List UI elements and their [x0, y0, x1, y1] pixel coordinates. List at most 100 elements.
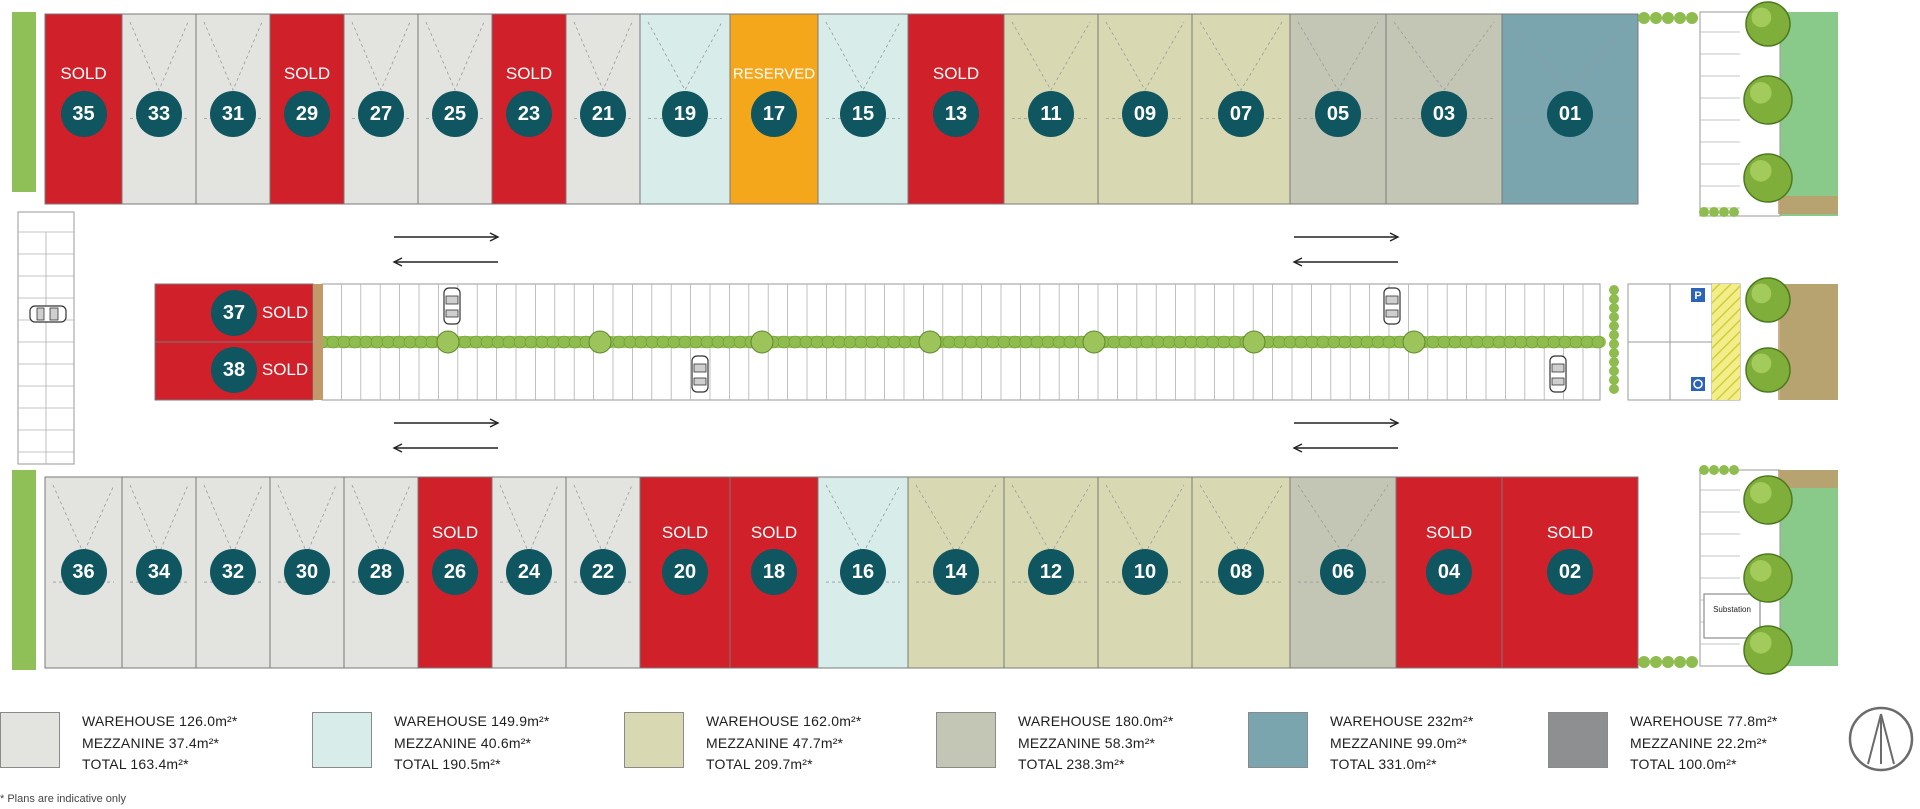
unit-12-block[interactable]: [1003, 476, 1099, 669]
unit-36-block[interactable]: [44, 476, 123, 669]
unit-30-block[interactable]: [269, 476, 345, 669]
traffic-arrows: [392, 232, 1400, 453]
unit-24-block[interactable]: [491, 476, 567, 669]
tree-icon: [1745, 1, 1791, 47]
car-icon: [1383, 287, 1401, 325]
timber-deck-top: [1778, 196, 1838, 214]
unit-17-block[interactable]: [729, 13, 819, 205]
unit-10-block[interactable]: [1097, 476, 1193, 669]
legend-text: WAREHOUSE 149.9m²*MEZZANINE 40.6m²*TOTAL…: [394, 711, 550, 776]
substation-label: Substation: [1713, 605, 1751, 614]
legend-mezzanine-line: MEZZANINE 58.3m²*: [1018, 734, 1156, 751]
arrow-icon: [392, 443, 498, 453]
parking-sign-icon: P: [1691, 288, 1705, 302]
unit-05-block[interactable]: [1289, 13, 1387, 205]
unit-18-block[interactable]: [729, 476, 819, 669]
unit-33-block[interactable]: [121, 13, 197, 205]
arrow-icon: [392, 257, 498, 267]
cars: [29, 287, 1567, 393]
shared-zone-hatch: [1712, 284, 1740, 400]
central-median-hedge: [313, 285, 1619, 394]
unit-16-block[interactable]: [817, 476, 909, 669]
unit-38-block[interactable]: [154, 341, 314, 401]
legend-swatch: [936, 712, 996, 768]
unit-09-block[interactable]: [1097, 13, 1193, 205]
timber-deck-bottom: [1778, 470, 1838, 488]
unit-22-block[interactable]: [565, 476, 641, 669]
svg-text:P: P: [1694, 290, 1701, 302]
legend-text: WAREHOUSE 126.0m²*MEZZANINE 37.4m²*TOTAL…: [82, 711, 238, 776]
legend-mezzanine-line: MEZZANINE 40.6m²*: [394, 734, 532, 751]
unit-25-block[interactable]: [417, 13, 493, 205]
tree-icon: [1745, 347, 1791, 393]
arrow-icon: [394, 418, 500, 428]
car-icon: [1549, 355, 1567, 393]
unit-20-block[interactable]: [639, 476, 731, 669]
legend-item: WAREHOUSE 180.0m²* MEZZANINE 58.3m²* TOTAL…: [936, 712, 1236, 772]
legend-total-line: TOTAL 190.5m²*: [394, 756, 501, 772]
unit-19-block[interactable]: [639, 13, 731, 205]
legend-warehouse-line: WAREHOUSE 162.0m²*: [706, 713, 862, 729]
top-row-units: [44, 13, 1639, 205]
car-icon: [443, 287, 461, 325]
unit-35-block[interactable]: [44, 13, 123, 205]
unit-02-block[interactable]: [1501, 476, 1639, 669]
legend-total-line: TOTAL 238.3m²*: [1018, 756, 1125, 772]
legend-swatch: [0, 712, 60, 768]
unit-04-block[interactable]: [1395, 476, 1503, 669]
arrow-icon: [1292, 257, 1398, 267]
tree-icon: [1743, 153, 1793, 203]
left-hedge-top: [12, 12, 36, 192]
unit-13-block[interactable]: [907, 13, 1005, 205]
bottom-row-units: [44, 476, 1639, 669]
unit-27-block[interactable]: [343, 13, 419, 205]
left-hedge-bottom: [12, 470, 36, 670]
legend-warehouse-line: WAREHOUSE 77.8m²*: [1630, 713, 1778, 729]
unit-06-block[interactable]: [1289, 476, 1397, 669]
north-arrow-icon: [1848, 706, 1914, 772]
arrow-icon: [1294, 418, 1400, 428]
legend-swatch: [1248, 712, 1308, 768]
arrow-icon: [1294, 232, 1400, 242]
unit-23-block[interactable]: [491, 13, 567, 205]
unit-08-block[interactable]: [1191, 476, 1291, 669]
unit-26-block[interactable]: [417, 476, 493, 669]
legend-mezzanine-line: MEZZANINE 47.7m²*: [706, 734, 844, 751]
central-parking-bays: [321, 284, 1584, 400]
arrow-icon: [394, 232, 500, 242]
tree-icon: [1743, 75, 1793, 125]
tree-icon: [1402, 330, 1426, 354]
legend-warehouse-line: WAREHOUSE 232m²*: [1330, 713, 1474, 729]
unit-32-block[interactable]: [195, 476, 271, 669]
unit-34-block[interactable]: [121, 476, 197, 669]
legend-text: WAREHOUSE 162.0m²* MEZZANINE 47.7m²* TOTAL…: [706, 711, 862, 776]
legend-item: WAREHOUSE 77.8m²*MEZZANINE 22.2m²*TOTAL …: [1548, 712, 1848, 772]
unit-01-block[interactable]: [1501, 13, 1639, 205]
car-icon: [691, 355, 709, 393]
unit-21-block[interactable]: [565, 13, 641, 205]
unit-14-block[interactable]: [907, 476, 1005, 669]
tree-icon: [1745, 277, 1791, 323]
tree-icon: [1743, 553, 1793, 603]
legend-text: WAREHOUSE 77.8m²*MEZZANINE 22.2m²*TOTAL …: [1630, 711, 1778, 776]
substation-block: Substation: [1703, 593, 1761, 639]
legend-text: WAREHOUSE 232m²*MEZZANINE 99.0m²*TOTAL 3…: [1330, 711, 1474, 776]
unit-15-block[interactable]: [817, 13, 909, 205]
car-icon: [29, 305, 67, 323]
legend-swatch: [312, 712, 372, 768]
legend-total-line: TOTAL 209.7m²*: [706, 756, 813, 772]
unit-03-block[interactable]: [1385, 13, 1503, 205]
arrow-icon: [1292, 443, 1398, 453]
tree-icon: [436, 330, 460, 354]
unit-37-block[interactable]: [154, 283, 314, 343]
unit-07-block[interactable]: [1191, 13, 1291, 205]
unit-31-block[interactable]: [195, 13, 271, 205]
unit-11-block[interactable]: [1003, 13, 1099, 205]
unit-29-block[interactable]: [269, 13, 345, 205]
legend-item: WAREHOUSE 162.0m²* MEZZANINE 47.7m²* TOTAL…: [624, 712, 924, 772]
legend-warehouse-line: WAREHOUSE 180.0m²*: [1018, 713, 1174, 729]
legend-mezzanine-line: MEZZANINE 37.4m²*: [82, 734, 220, 751]
unit-28-block[interactable]: [343, 476, 419, 669]
legend-item: WAREHOUSE 126.0m²*MEZZANINE 37.4m²*TOTAL…: [0, 712, 300, 772]
tree-icon: [750, 330, 774, 354]
